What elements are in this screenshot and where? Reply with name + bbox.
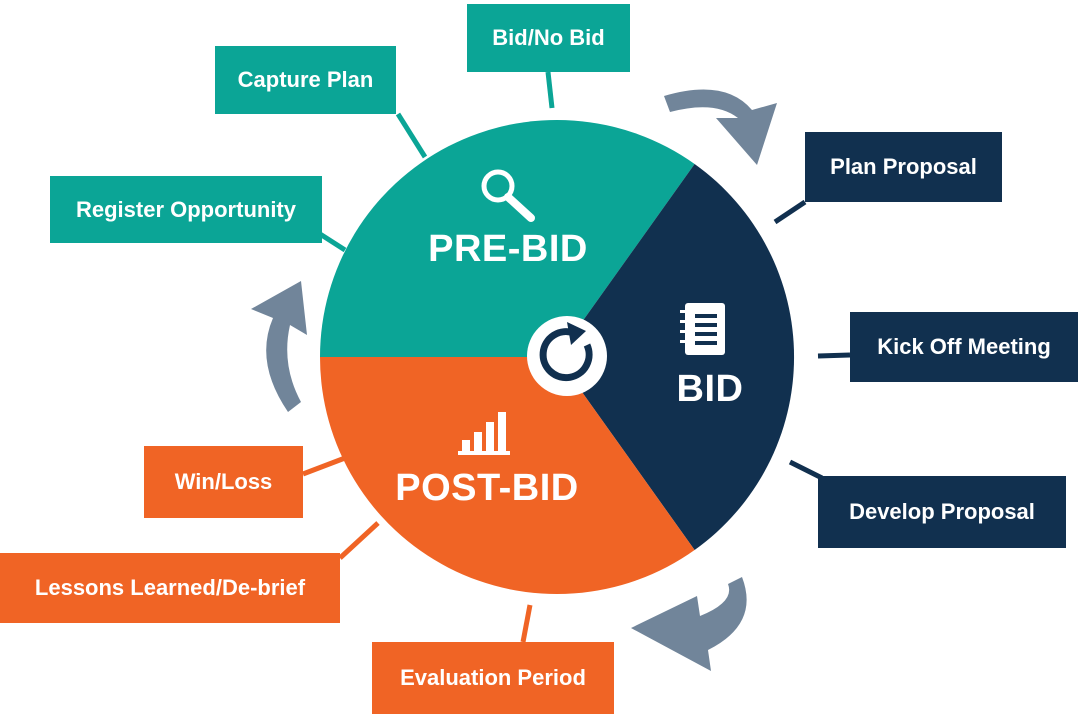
connector-register-opportunity	[318, 231, 347, 253]
refresh-cycle-icon	[527, 316, 607, 396]
connector-lines	[302, 71, 851, 643]
pre-bid-title: PRE-BID	[428, 228, 588, 270]
pre-bid-segment	[320, 119, 695, 357]
bid-segment	[557, 164, 795, 550]
bid-title: BID	[676, 368, 744, 410]
connector-develop-proposal	[788, 459, 824, 481]
connector-kick-off-meeting	[817, 352, 851, 359]
post-bid-segment	[320, 357, 695, 595]
cycle-arrow-top-right	[664, 89, 777, 165]
connector-win-loss	[302, 455, 346, 477]
cycle-arrow-left	[251, 281, 307, 412]
connector-lessons-learned	[338, 521, 380, 560]
notebook-icon	[680, 303, 725, 355]
connector-plan-proposal	[773, 199, 807, 225]
step-bid-no-bid: Bid/No Bid	[467, 4, 630, 72]
step-evaluation-period: Evaluation Period	[372, 642, 614, 714]
connector-bid-no-bid	[545, 71, 555, 109]
bar-chart-icon	[458, 412, 510, 455]
step-kick-off-meeting: Kick Off Meeting	[850, 312, 1078, 382]
step-plan-proposal: Plan Proposal	[805, 132, 1002, 202]
post-bid-title: POST-BID	[395, 467, 579, 509]
connector-evaluation-period	[520, 604, 533, 643]
magnifier-icon	[481, 169, 535, 222]
step-capture-plan: Capture Plan	[215, 46, 396, 114]
step-develop-proposal: Develop Proposal	[818, 476, 1066, 548]
step-lessons-learned: Lessons Learned/De-brief	[0, 553, 340, 623]
connector-capture-plan	[395, 112, 428, 159]
step-win-loss: Win/Loss	[144, 446, 303, 518]
step-register-opportunity: Register Opportunity	[50, 176, 322, 243]
cycle-arrow-bottom-right	[631, 577, 747, 671]
